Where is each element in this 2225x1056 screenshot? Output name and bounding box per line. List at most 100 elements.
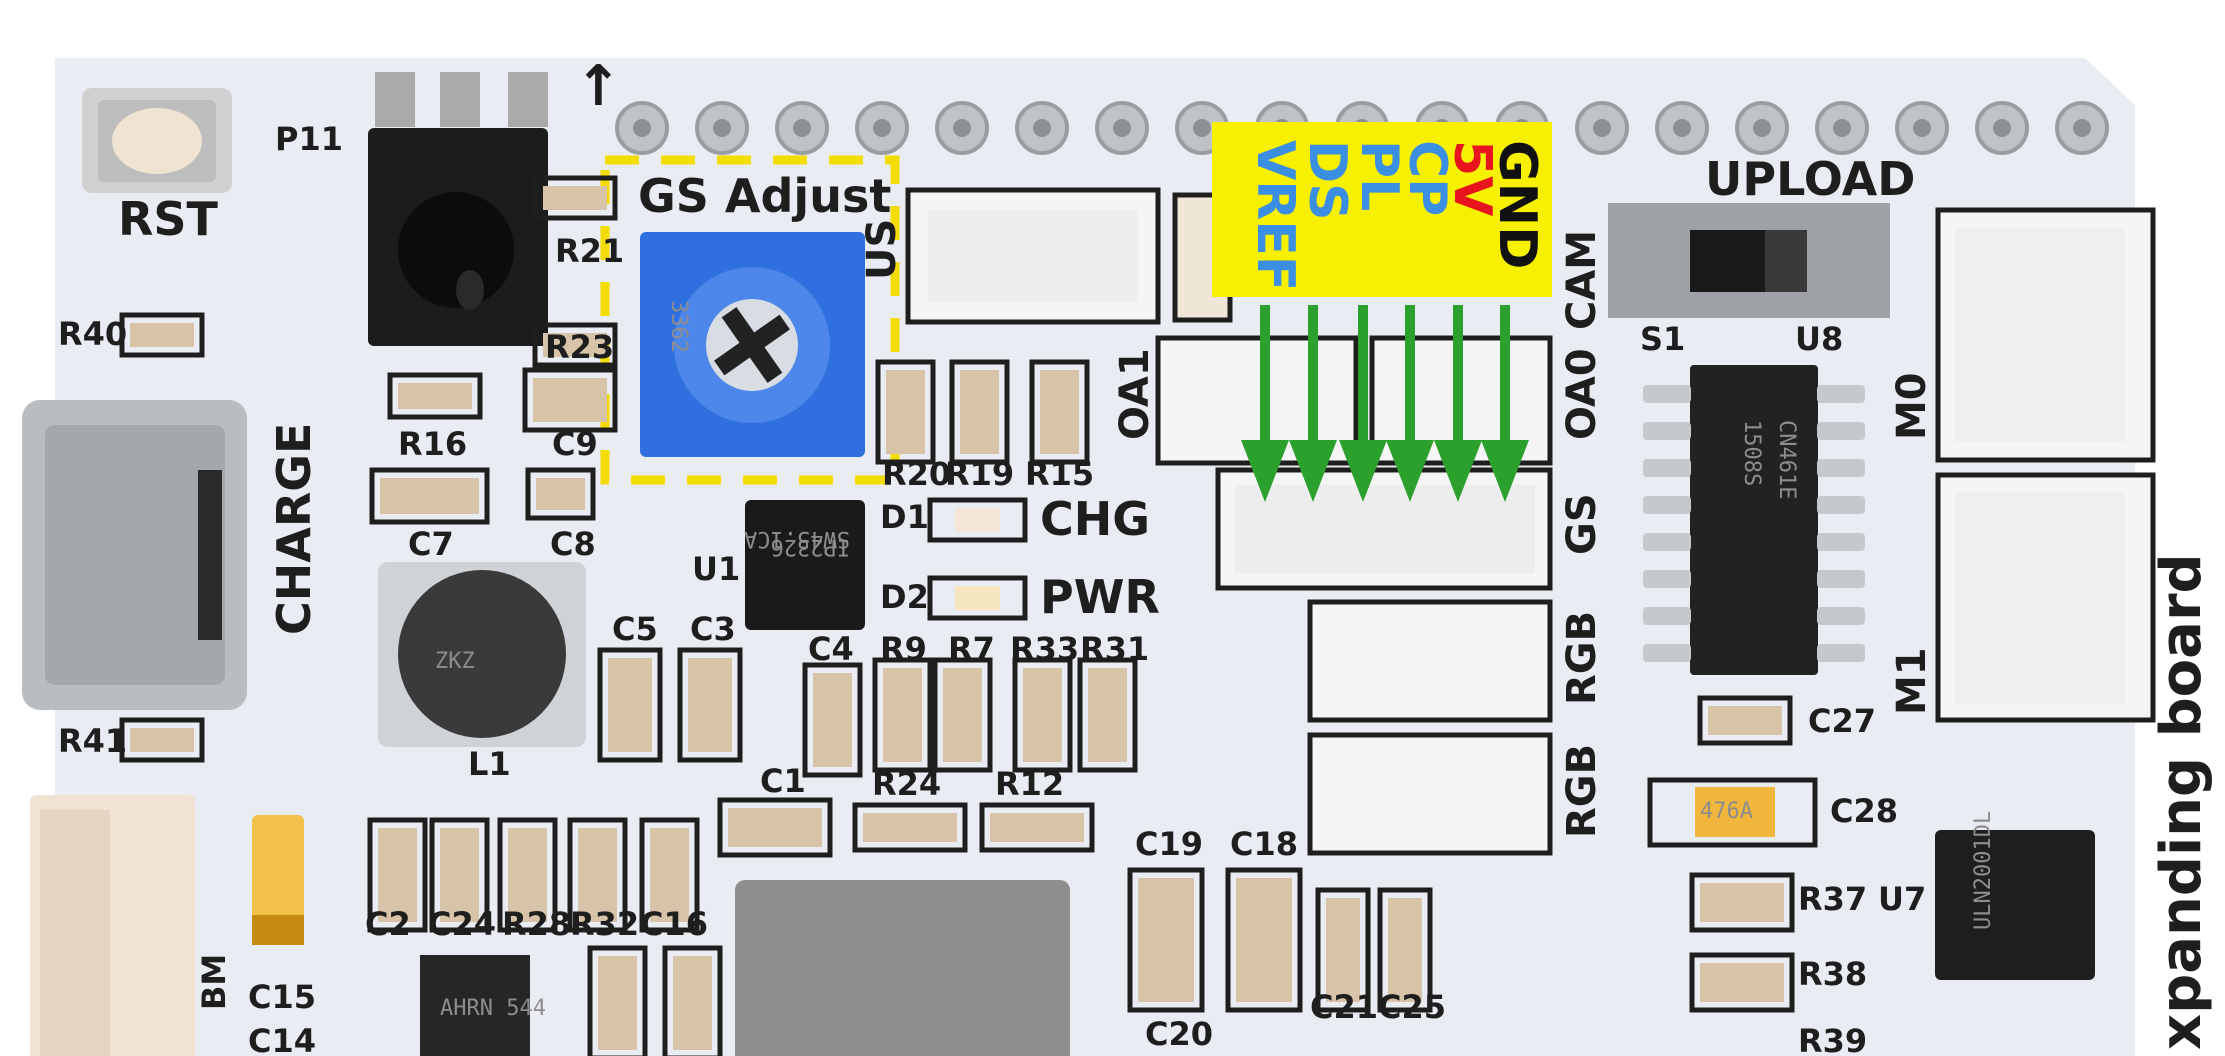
smd-footprint — [932, 657, 993, 773]
ic-pin — [1817, 459, 1865, 477]
c20-label: C20 — [1145, 1015, 1213, 1053]
oa1-label: OA1 — [1112, 348, 1158, 440]
pinout-label-ds: DS — [1297, 140, 1357, 221]
gs-adjust-label: GS Adjust — [638, 169, 891, 223]
smd-footprint — [662, 945, 723, 1056]
header-pin — [1655, 101, 1709, 155]
pinout-arrow — [1289, 305, 1337, 502]
ic-pin — [1643, 533, 1691, 551]
smd-footprint — [387, 372, 483, 420]
smd-footprint — [1127, 867, 1205, 1013]
pinout-arrows — [1241, 305, 1529, 502]
led-d2 — [927, 575, 1028, 621]
pinout-label-5v: 5V — [1442, 140, 1502, 216]
c27-label: C27 — [1808, 702, 1876, 740]
pinout-arrow — [1386, 305, 1434, 502]
ic-pin — [1643, 607, 1691, 625]
inductor-large — [735, 880, 1070, 1056]
header-pin — [615, 101, 669, 155]
small-ic-marking: AHRN 544 — [440, 996, 546, 1021]
r19-label: R19 — [945, 455, 1014, 493]
ic-pin — [1817, 644, 1865, 662]
header-pin — [855, 101, 909, 155]
header-pin — [1895, 101, 1949, 155]
r20-label: R20 — [882, 455, 951, 493]
pinout-arrow — [1481, 305, 1529, 502]
u7-marking: ULN2001DL — [1971, 811, 1996, 930]
c2-label: C2 — [365, 905, 411, 943]
header-pin — [695, 101, 749, 155]
r31-label: R31 — [1080, 630, 1149, 668]
header-pin — [1015, 101, 1069, 155]
d2-label: D2 — [880, 578, 929, 616]
smd-footprint — [1225, 867, 1303, 1013]
pinout-label-vref: VREF — [1245, 140, 1305, 291]
upload-label: UPLOAD — [1705, 152, 1915, 206]
ic-u1 — [745, 500, 865, 630]
u1-marking-2: SW45.1CA — [744, 526, 850, 551]
c16-label: C16 — [640, 905, 708, 943]
pot-marking: 3362 — [666, 300, 691, 353]
rgb-label-2: RGB — [1559, 744, 1605, 838]
smd-footprint — [1315, 887, 1371, 1013]
smd-footprint — [429, 817, 490, 933]
smd-footprint — [1377, 887, 1433, 1013]
c18-label: C18 — [1230, 825, 1298, 863]
r40-label: R40 — [58, 315, 127, 353]
led-d1 — [927, 497, 1028, 543]
c21c25-label: C21C25 — [1310, 988, 1446, 1026]
r15-label: R15 — [1025, 455, 1094, 493]
pinout-arrow — [1434, 305, 1482, 502]
smd-footprint — [639, 817, 700, 933]
charge-label: CHARGE — [267, 423, 321, 635]
header-pin — [1815, 101, 1869, 155]
pinout-arrow — [1339, 305, 1387, 502]
r33-label: R33 — [1010, 630, 1079, 668]
m0-label: M0 — [1889, 372, 1935, 440]
smd-footprint — [1077, 657, 1138, 773]
oa0-label: OA0 — [1559, 348, 1605, 440]
pinout-label-gnd: GND — [1487, 140, 1547, 269]
ic-pin — [1817, 496, 1865, 514]
big-inductor-marking: 2R2 — [800, 1021, 840, 1046]
smd-footprint — [717, 797, 833, 858]
pinout-arrow — [1241, 305, 1289, 502]
upload-switch — [1608, 203, 1890, 318]
smd-footprint — [369, 467, 490, 525]
connector-us — [905, 187, 1161, 325]
smd-footprint — [677, 647, 743, 763]
connector-rgb-1 — [1307, 599, 1553, 723]
ic-pin — [1643, 385, 1691, 403]
r39-label: R39 — [1798, 1022, 1867, 1056]
p11-label: P11 — [275, 120, 343, 158]
smd-footprint — [802, 662, 863, 778]
smd-footprint — [872, 657, 933, 773]
up-arrow-icon: ↑ — [575, 54, 622, 119]
r16-label: R16 — [398, 425, 467, 463]
rst-label: RST — [118, 192, 219, 246]
c14-label: C14 — [248, 1022, 316, 1056]
r7-label: R7 — [948, 630, 995, 668]
smd-footprint — [497, 817, 558, 933]
r9-label: R9 — [880, 630, 927, 668]
c3-label: C3 — [690, 610, 736, 648]
c5-label: C5 — [612, 610, 658, 648]
smd-footprint — [875, 359, 936, 465]
ic-pin — [1817, 422, 1865, 440]
c28-label: C28 — [1830, 792, 1898, 830]
smd-footprint — [119, 312, 205, 358]
m1-label: M1 — [1889, 647, 1935, 715]
c15-label: C15 — [248, 978, 316, 1016]
smd-footprint — [587, 945, 648, 1056]
header-pin — [1975, 101, 2029, 155]
battery-connector — [30, 795, 195, 1056]
c1-label: C1 — [760, 762, 806, 800]
ic-pin — [1643, 459, 1691, 477]
ic-pin — [1817, 385, 1865, 403]
connector-m1 — [1935, 472, 2156, 723]
r38-label: R38 — [1798, 955, 1867, 993]
c9-label: C9 — [552, 425, 598, 463]
